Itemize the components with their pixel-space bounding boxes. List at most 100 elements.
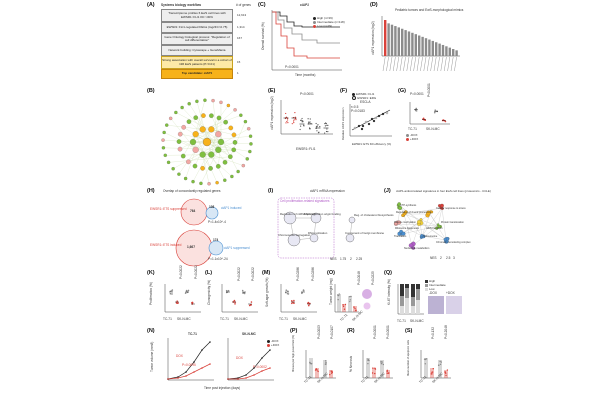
panel-n-growth-curves	[167, 338, 274, 381]
panel-l-point	[242, 291, 245, 294]
network-edge	[194, 129, 212, 167]
panel-h-count-4: 174	[213, 238, 219, 242]
j-edge	[401, 213, 431, 235]
panel-f-point	[367, 122, 371, 126]
network-edge	[170, 118, 196, 150]
network-node	[200, 165, 205, 171]
panel-i-cluster-label: Cell proliferation-related signatures	[280, 199, 330, 203]
panel-c-xlabel: Time (months)	[295, 73, 316, 77]
tumor-bar	[394, 26, 397, 56]
panel-k-point	[177, 302, 179, 304]
panel-q-legend-high: High	[425, 279, 435, 283]
network-edge	[185, 149, 196, 179]
workflow-count-6: 1	[237, 71, 239, 75]
n-curve-plus	[167, 363, 211, 380]
panel-o-pvalue-2: P=0.0225	[371, 271, 375, 285]
panel-l-pvalue-2: P=0.0022	[251, 267, 255, 281]
panel-q-stack	[411, 284, 415, 297]
network-node	[171, 167, 175, 171]
panel-k-pvalue-1: P=0.0022	[179, 265, 183, 279]
network-edge	[218, 141, 222, 167]
network-node	[211, 98, 215, 103]
network-edge	[202, 128, 249, 155]
panel-r-point	[387, 372, 390, 374]
panel-j-legend-2: 2.5	[446, 256, 451, 260]
panel-m-point	[285, 289, 288, 292]
panel-m-xtick-2: SK-N-MC	[293, 317, 307, 321]
n-point-minus	[253, 367, 255, 369]
panel-o-point	[349, 299, 351, 301]
panel-h-p-bottom: P=1.1x10^-24	[208, 257, 228, 261]
panel-l-point	[233, 299, 236, 302]
tumor-label-line	[399, 56, 403, 72]
panel-p-point	[329, 373, 331, 376]
panel-e-point	[307, 118, 309, 120]
network-edge	[211, 129, 235, 135]
survival-curve-intermediate	[272, 11, 340, 44]
network-edge	[182, 107, 203, 130]
panel-o-point	[349, 295, 351, 298]
j-edge	[401, 221, 421, 235]
panel-l-point	[250, 301, 253, 303]
venn-ciap1-induced	[205, 206, 219, 220]
j-edge	[399, 205, 423, 237]
survival-curve-low	[272, 11, 340, 59]
tumor-label-line	[413, 56, 417, 72]
panel-label-s: (S)	[405, 328, 413, 334]
panel-e-xlabel: EWSR1::FLI1	[296, 147, 316, 151]
panel-s-bar	[444, 370, 448, 378]
network-edge	[233, 149, 248, 159]
node-chromosome-segregation	[287, 233, 301, 247]
panel-s-point	[439, 360, 441, 363]
n-point-plus	[167, 378, 169, 380]
panel-q-xtick-1: TC-71	[397, 319, 406, 323]
panel-r-point	[386, 372, 388, 374]
j-edge	[403, 207, 443, 215]
network-node	[248, 134, 253, 138]
panel-g-point	[434, 109, 437, 111]
panel-l-point	[225, 289, 228, 292]
panel-p-ylabel: Mitoses per high power field (%)	[292, 334, 295, 372]
panel-o-point	[337, 294, 340, 297]
panel-s-pvalue-2: P=0.2048	[444, 325, 448, 339]
network-node	[231, 147, 237, 153]
n-curve-plus	[228, 367, 271, 380]
panel-r-point	[386, 370, 388, 373]
n-curve-minus	[167, 341, 211, 380]
panel-s-point	[425, 358, 427, 360]
panel-p-bar	[315, 368, 319, 378]
network-node-ciap1	[202, 137, 212, 147]
panel-e-point	[316, 130, 318, 132]
network-node	[180, 105, 184, 110]
panel-j-node-3: Histone methylation	[394, 221, 416, 224]
panel-s-bar	[438, 360, 442, 378]
panel-f-ylabel: Relative ciAP1 expression	[341, 107, 345, 141]
workflow-step-5: Strong association with overall survival…	[161, 56, 233, 69]
panel-e-point	[295, 119, 297, 121]
network-node	[177, 172, 181, 176]
network-node	[186, 159, 191, 165]
panel-j-node-9: Cellular response to stress	[436, 207, 466, 210]
network-node	[168, 116, 173, 121]
network-node	[192, 131, 199, 138]
panel-e-point	[319, 125, 321, 128]
network-node	[181, 124, 186, 130]
network-node	[223, 119, 228, 125]
n-point-minus	[209, 341, 211, 343]
survival-plot	[271, 10, 342, 71]
panel-r-point	[386, 369, 389, 371]
panel-q-label-minus: -DOX	[429, 291, 437, 295]
panel-label-o: (O)	[327, 270, 335, 276]
j-node	[426, 210, 431, 216]
panel-f-point	[357, 124, 361, 128]
network-edge	[192, 122, 226, 143]
panel-h-count-3: 1,667	[187, 245, 195, 249]
network-node	[177, 146, 183, 152]
panel-p-point	[331, 371, 333, 374]
panel-label-l: (L)	[205, 270, 213, 276]
panel-p-point	[324, 360, 327, 362]
panel-label-a: (A)	[147, 2, 155, 8]
panel-m-pvalue-1: P=0.0286	[296, 267, 300, 281]
network-node	[249, 142, 253, 146]
panel-h-count-2: 108	[209, 205, 215, 209]
